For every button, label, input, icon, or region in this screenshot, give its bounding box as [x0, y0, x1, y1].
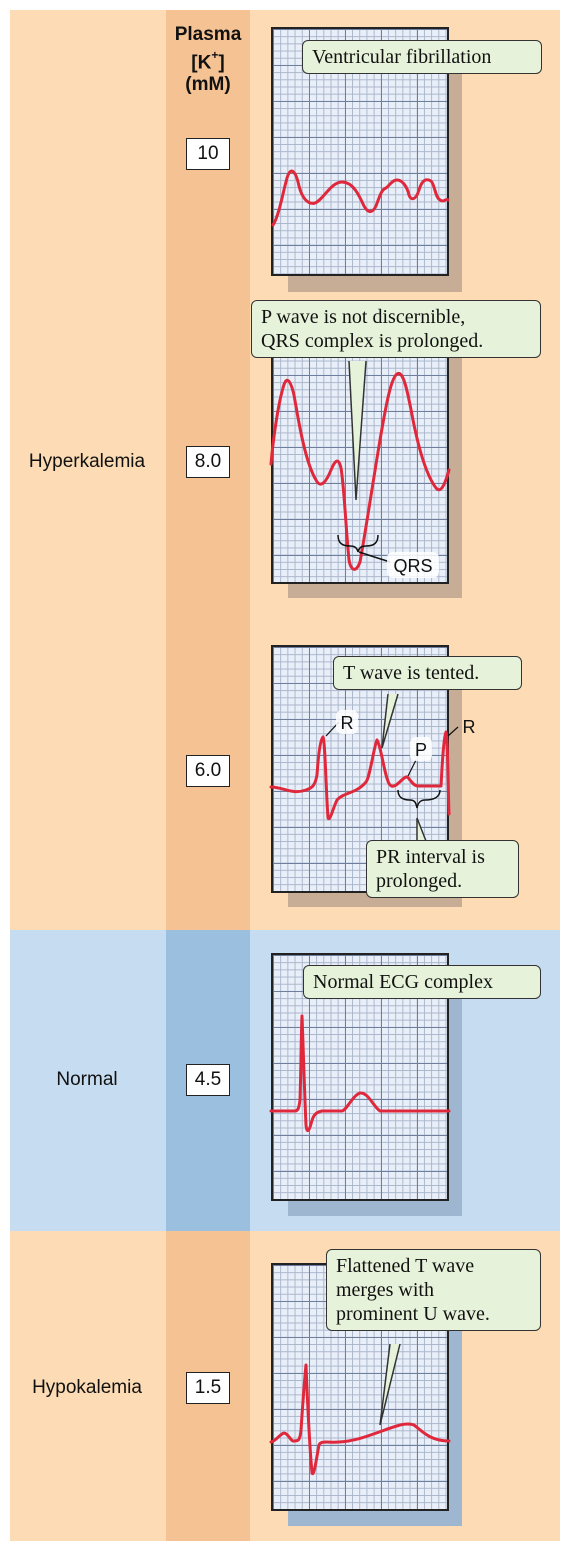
r-label-left-bg — [336, 710, 358, 734]
qrs-label-bg — [387, 552, 439, 578]
qrs-brace — [337, 534, 379, 553]
callout-p-wave-line2: QRS complex is prolonged. — [261, 330, 484, 352]
callout-pr-interval: PR interval is prolonged. — [366, 840, 519, 898]
pointer-t-tented — [381, 693, 399, 749]
callout-flat-line1: Flattened T wave — [336, 1255, 475, 1277]
callout-normal-ecg: Normal ECG complex — [303, 965, 541, 999]
p-label: P — [415, 740, 427, 760]
value-box-8: 8.0 — [186, 446, 230, 478]
header-line-3: (mM) — [185, 74, 231, 96]
ecg-trace-vfib — [271, 169, 450, 227]
row-label-hypokalemia: Hypokalemia — [32, 1377, 142, 1398]
value-box-6: 6.0 — [186, 755, 230, 787]
pr-brace — [397, 789, 441, 809]
callout-pr-line2: prolonged. — [376, 870, 463, 892]
value-box-1-5: 1.5 — [186, 1372, 230, 1404]
header-line-1: Plasma — [174, 24, 242, 45]
pointer-p-wave — [348, 360, 367, 501]
callout-t-tented-text: T wave is tented. — [343, 662, 480, 684]
callout-p-wave-line1: P wave is not discernible, — [261, 306, 466, 328]
r-label-right: R — [463, 717, 476, 737]
p-leader — [407, 759, 417, 777]
callout-normal-ecg-text: Normal ECG complex — [313, 971, 493, 993]
callout-t-tented: T wave is tented. — [333, 656, 522, 690]
r-label-left: R — [341, 713, 354, 733]
pointer-flattened — [379, 1343, 401, 1426]
ecg-trace-8 — [269, 372, 451, 571]
qrs-leader — [358, 551, 391, 563]
callout-p-wave: P wave is not discernible, QRS complex i… — [251, 300, 541, 358]
plasma-k-header: Plasma [K+] (mM) — [166, 24, 250, 96]
p-label-bg — [410, 737, 432, 761]
row-label-hyperkalemia: Hyperkalemia — [28, 451, 146, 472]
callout-vfib: Ventricular fibrillation — [302, 40, 542, 74]
ecg-trace-6 — [269, 730, 451, 821]
callout-flattened-t: Flattened T wave merges with prominent U… — [326, 1249, 541, 1331]
ecg-trace-normal — [269, 1014, 451, 1132]
row-label-normal: Normal — [56, 1069, 118, 1090]
header-line-2: [K+] — [191, 48, 225, 74]
callout-pr-line1: PR interval is — [376, 846, 485, 868]
value-box-4-5: 4.5 — [186, 1064, 230, 1096]
value-box-10: 10 — [186, 138, 230, 170]
pointer-pr-interval — [416, 817, 427, 842]
r-leader-right — [447, 726, 459, 737]
qrs-label: QRS — [393, 556, 432, 576]
callout-vfib-text: Ventricular fibrillation — [312, 46, 492, 68]
callout-flat-line2: merges with — [336, 1279, 434, 1301]
ecg-trace-hypo — [269, 1363, 451, 1476]
callout-flat-line3: prominent U wave. — [336, 1303, 490, 1325]
